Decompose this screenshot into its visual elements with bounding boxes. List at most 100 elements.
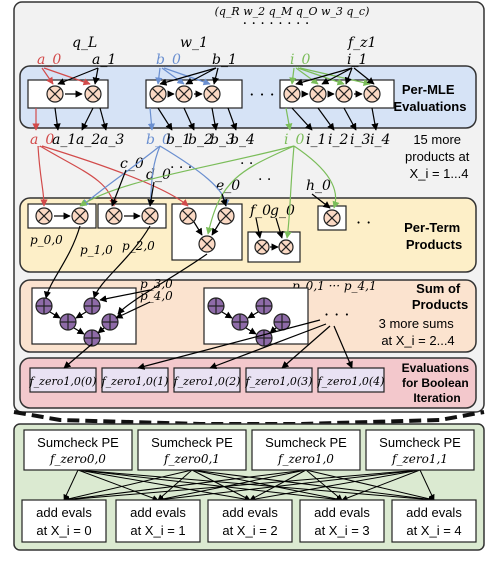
route-a0-3 <box>41 145 189 207</box>
term-mult-2c <box>198 235 216 253</box>
to-sum-p10 <box>92 225 151 299</box>
out-label-i3: i_3 <box>350 132 370 148</box>
label-b0-top: b_0 <box>156 52 181 68</box>
sum-box-1 <box>203 287 309 345</box>
out-arrow-b0 <box>147 107 155 131</box>
out-arrow-b4 <box>227 107 238 131</box>
sum-chain-1a <box>221 311 233 319</box>
out-label-i4: i_4 <box>370 132 390 148</box>
in-i0-1 <box>289 67 297 85</box>
in-b1-3 <box>212 67 220 85</box>
out-arrow-a3 <box>99 107 108 131</box>
in-b0-1 <box>155 67 163 85</box>
add-box-4 <box>391 499 477 543</box>
label-i1-top: i_1 <box>347 52 367 68</box>
to-sum-p00 <box>43 225 81 299</box>
route-i0-1 <box>79 145 295 207</box>
label-p20: p_2,0 <box>122 239 155 253</box>
to-eval-3 <box>281 325 331 369</box>
out-label-b2: b_2 <box>188 132 213 148</box>
dots-terms-a: · · · <box>170 160 192 176</box>
pe-box-2 <box>251 429 361 471</box>
pe1-to-add1 <box>157 469 193 501</box>
sum-add-1e <box>255 329 273 347</box>
pe0-to-add1 <box>77 469 159 501</box>
out-label-a0: a_0 <box>30 132 54 148</box>
term-mult-1b <box>141 207 159 225</box>
term-mult-1a <box>105 207 123 225</box>
mle-nodes <box>27 79 395 109</box>
in-i0-4 <box>299 67 371 87</box>
label-b1-top: b_1 <box>212 52 237 68</box>
out-label-a2: a_2 <box>76 132 100 148</box>
sum-chain-0c <box>73 327 85 335</box>
label-p10: p_1,0 <box>80 243 113 257</box>
to-sum-p30 <box>99 289 151 303</box>
dots-sums: · · · <box>324 305 349 324</box>
out-label-b4: b_4 <box>230 132 255 148</box>
sum-add-1b <box>255 297 273 315</box>
label-a1-top: a_1 <box>92 52 116 68</box>
out-label-b0: b_0 <box>146 132 171 148</box>
sum-chain-0d <box>97 326 106 334</box>
out-arrow-i4 <box>371 107 379 131</box>
to-eval-0 <box>63 343 93 369</box>
mle-mult-a-1 <box>84 85 102 103</box>
pe-sub-2: f_zero1,0 <box>277 452 334 466</box>
to-eval-4 <box>333 325 353 369</box>
route-g0 <box>275 217 284 239</box>
to-sum-p40 <box>115 301 151 319</box>
in-i1-2 <box>321 67 353 85</box>
sum-add-1d <box>273 313 291 331</box>
sum-add-1c <box>231 313 249 331</box>
note-products: 15 more products at X_i = 1...4 <box>405 132 473 181</box>
add-line2-2: at X_i = 2 <box>222 523 277 538</box>
pe2-to-add3 <box>305 469 343 501</box>
pe2-to-add2 <box>249 469 307 501</box>
mle-mult-a-0 <box>46 85 64 103</box>
pe0-to-add4 <box>77 469 435 503</box>
pe1-to-add4 <box>191 469 435 503</box>
add-box-2 <box>207 499 293 543</box>
in-b0-2 <box>161 67 185 85</box>
label-p00: p_0,0 <box>30 233 63 247</box>
add-box-1 <box>115 499 201 543</box>
mle-mult-b-0 <box>149 85 167 103</box>
mle-mult-i-2 <box>335 85 353 103</box>
pe0-to-add0 <box>63 469 79 501</box>
sum-add-0c <box>59 313 77 331</box>
in-b1-1 <box>159 67 217 86</box>
sum-chain-0a <box>49 311 61 319</box>
in-i0-3 <box>297 67 345 86</box>
route-h0 <box>311 193 331 209</box>
band-title-eval: Evaluations for Boolean Iteration <box>402 361 473 405</box>
pe1-to-add0 <box>63 469 193 502</box>
to-eval-1 <box>137 319 321 370</box>
route-c0 <box>110 169 127 207</box>
band-title-sum: Sum of Products <box>412 281 468 312</box>
sum-add-0d <box>101 313 119 331</box>
eval-label-3: f_zero1,0(3) <box>245 375 313 388</box>
mle-mult-i-0 <box>283 85 301 103</box>
pe-box-0 <box>23 429 133 471</box>
dots-terms-d: · · <box>356 213 371 232</box>
add-box-0 <box>21 499 107 543</box>
term-nodes <box>27 203 347 263</box>
sum-add-1a <box>207 297 225 315</box>
in-a0-1 <box>41 67 54 85</box>
pe-title-2: Sumcheck PE <box>265 435 347 450</box>
pe0-to-add3 <box>77 469 343 503</box>
eval-box-3 <box>245 367 313 393</box>
mle-mult-i-1 <box>309 85 327 103</box>
term-mult-0b <box>71 207 89 225</box>
eval-box-2 <box>173 367 241 393</box>
out-arrow-i2 <box>317 107 335 131</box>
in-i1-1 <box>295 67 353 86</box>
label-a0-top: a_0 <box>37 52 61 68</box>
label-f0: f_0 <box>249 203 271 219</box>
out-arrow-b1 <box>157 107 173 131</box>
to-eval-2 <box>209 323 327 370</box>
